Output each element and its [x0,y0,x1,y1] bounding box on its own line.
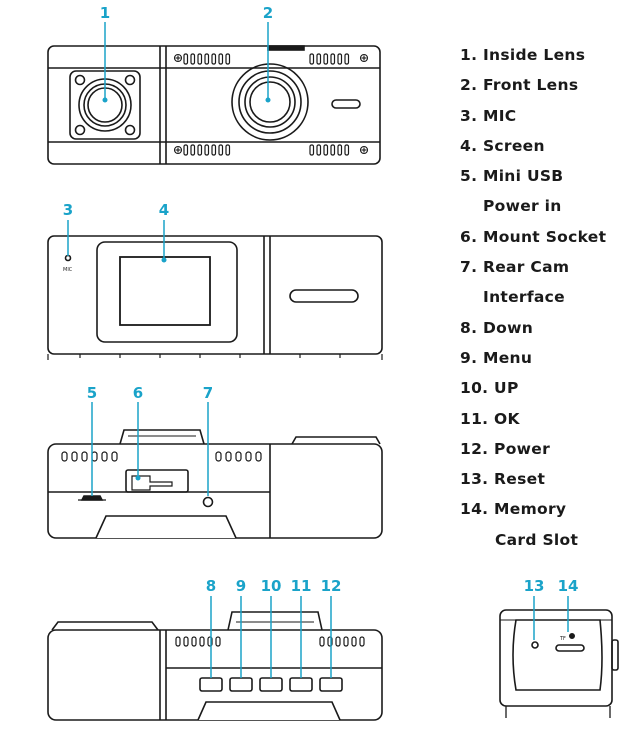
callout-12: 12 [321,577,342,595]
callout-13: 13 [524,577,545,595]
legend-item-down: 8. Down [460,318,534,337]
bottom-vents-right [215,451,262,462]
card-slot-label: TF [559,636,566,642]
callout-8: 8 [206,577,216,595]
legend-item-memory-cont: Card Slot [495,530,579,549]
legend-item-rear-cam-cont: Interface [483,288,565,307]
top-view [47,596,383,721]
top-vents-left [175,636,221,647]
legend-item-rear-cam: 7. Rear Cam [460,258,570,277]
back-bottom-notches [79,354,341,358]
parts-legend: 1. Inside Lens 2. Front Lens 3. MIC 4. S… [460,44,606,559]
callout-4: 4 [159,201,169,219]
front-vents-top-right [309,53,350,65]
callout-14: 14 [558,577,579,595]
front-vents-top-left [183,53,231,65]
legend-item-mini-usb: 5. Mini USB [460,167,564,186]
callout-11: 11 [291,577,312,595]
front-view [47,22,381,165]
legend-item-mic: 3. MIC [460,106,517,125]
callout-10: 10 [261,577,282,595]
memory-card-slot [555,644,585,652]
legend-item-up: 10. UP [460,379,519,398]
legend-item-front-lens: 2. Front Lens [460,76,579,95]
callout-6: 6 [133,384,143,402]
callout-7: 7 [203,384,213,402]
front-lens [231,63,309,141]
callout-5: 5 [87,384,97,402]
front-slot [331,99,361,109]
callout-9: 9 [236,577,246,595]
legend-item-memory: 14. Memory [460,500,567,519]
callout-3: 3 [63,201,73,219]
legend-item-mount-socket: 6. Mount Socket [460,227,607,246]
mic-label: MIC [63,267,73,273]
legend-item-reset: 13. Reset [460,470,546,489]
rear-cam-interface [202,496,214,508]
bottom-vents-left [61,451,118,462]
back-view [47,220,383,360]
screen-bezel [96,241,238,343]
legend-item-power: 12. Power [460,439,551,458]
legend-item-ok: 11. OK [460,409,520,428]
callout-1: 1 [100,4,110,22]
mount-socket [125,469,189,493]
front-vents-bottom-left [183,144,231,156]
legend-item-menu: 9. Menu [460,348,533,367]
legend-item-screen: 4. Screen [460,136,545,155]
screen [119,256,211,326]
reset-hole [531,641,539,649]
legend-item-inside-lens: 1. Inside Lens [460,46,586,64]
callout-2: 2 [263,4,273,22]
front-screws [173,53,369,155]
bottom-view [47,402,383,539]
front-vents-bottom-right [309,144,350,156]
legend-item-mini-usb-cont: Power in [483,197,562,216]
top-vents-right [319,636,365,647]
side-view [499,596,619,718]
back-slot [289,289,359,303]
